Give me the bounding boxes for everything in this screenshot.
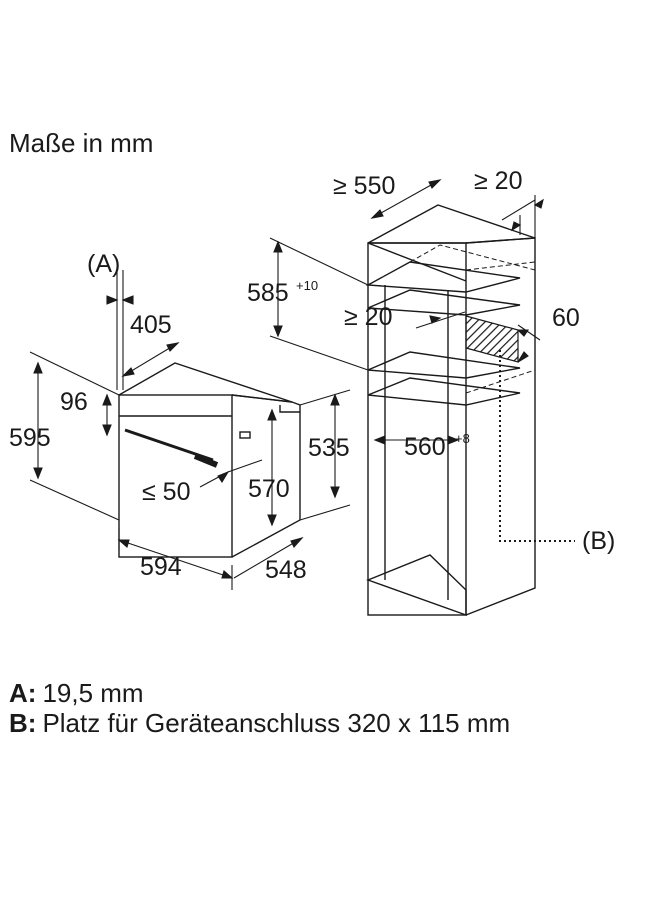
heading-units: Maße in mm [9, 128, 153, 158]
legend-a: A:19,5 mm [9, 678, 144, 708]
oven-drawing [118, 362, 301, 558]
cabinet-dimension-lines [269, 179, 544, 445]
dim-oven-depth-body: 405 [130, 311, 172, 339]
cabinet-shelf-top [365, 261, 521, 293]
dim-oven-door-gap: ≤ 50 [142, 478, 190, 506]
cabinet-front [367, 242, 467, 616]
dim-cabinet-niche-height-tol: +10 [296, 278, 318, 293]
cabinet-shelf-low [367, 377, 521, 406]
dim-oven-body-height: 535 [308, 434, 350, 462]
cabinet-side [465, 237, 536, 616]
oven-knob [239, 431, 251, 439]
cabinet-drawing [365, 204, 536, 616]
dim-oven-panel-offset: 96 [60, 388, 88, 416]
legend-a-text: 19,5 mm [42, 678, 144, 708]
legend-a-key: A: [9, 678, 37, 708]
oven-dimension-lines [29, 270, 351, 590]
dim-oven-width: 594 [140, 553, 182, 581]
oven-top [118, 362, 293, 403]
legend-b: B:Platz für Geräteanschluss 320 x 115 mm [9, 708, 510, 738]
dim-cabinet-min-rear-gap: ≥ 20 [474, 167, 522, 195]
oven-body-step [279, 405, 300, 413]
dim-cabinet-min-depth: ≥ 550 [333, 172, 395, 200]
legend-b-key: B: [9, 708, 37, 738]
dim-cabinet-niche-width: 560 [404, 433, 446, 461]
cabinet-shelf-mid [367, 351, 521, 379]
leader-b [499, 350, 575, 542]
cabinet-cutout [465, 315, 519, 363]
dim-oven-depth: 548 [265, 556, 307, 584]
cabinet-base [366, 554, 467, 616]
cabinet-shelf-upper [367, 289, 521, 316]
label-a: (A) [87, 250, 120, 278]
dim-oven-body-depth-side: 570 [248, 475, 290, 503]
dim-cabinet-shelf-gap: ≥ 20 [344, 303, 392, 331]
oven-front [118, 394, 233, 558]
dim-cabinet-niche-height: 585 [247, 279, 289, 307]
legend-b-text: Platz für Geräteanschluss 320 x 115 mm [42, 708, 511, 738]
dim-oven-height: 595 [9, 424, 51, 452]
cabinet-top [367, 204, 536, 244]
dim-cabinet-cutout-height: 60 [552, 304, 580, 332]
dim-cabinet-niche-width-tol: +8 [455, 431, 470, 446]
label-b: (B) [582, 527, 615, 555]
